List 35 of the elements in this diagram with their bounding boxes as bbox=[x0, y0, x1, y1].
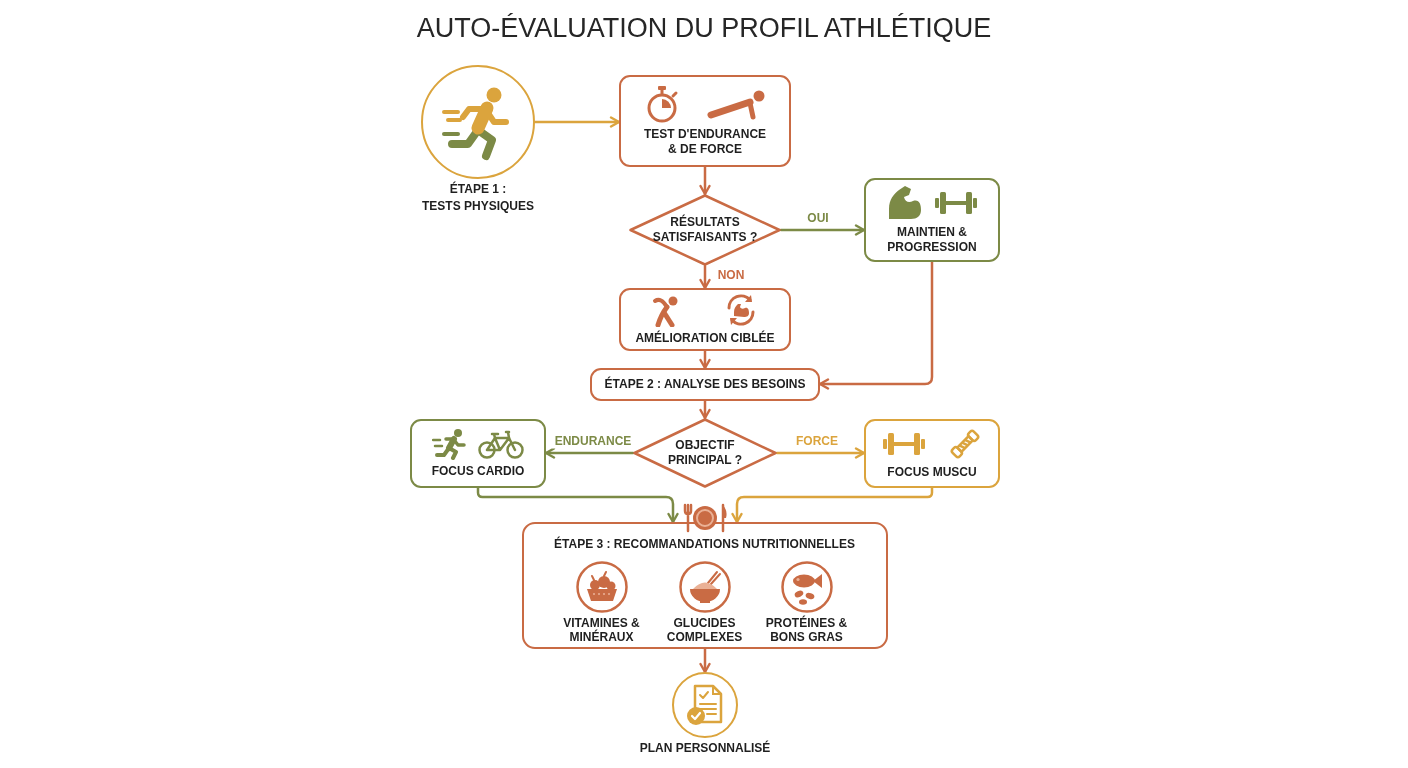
arrow bbox=[699, 165, 711, 196]
step-label: ÉTAPE 1 : TESTS PHYSIQUES bbox=[421, 181, 535, 215]
arrow bbox=[699, 349, 711, 370]
arrow bbox=[731, 486, 934, 524]
arrow bbox=[699, 264, 711, 290]
nutrient-label: PROTÉINES & BONS GRAS bbox=[764, 617, 849, 645]
nutrient-label: VITAMINES & MINÉRAUX bbox=[562, 617, 641, 645]
process-box bbox=[410, 419, 546, 488]
arrow bbox=[699, 647, 711, 674]
node-text: MAINTIEN & PROGRESSION bbox=[886, 225, 978, 255]
nutrient-label: GLUCIDES COMPLEXES bbox=[665, 617, 744, 645]
decision-diamond bbox=[633, 418, 777, 488]
node-text: FOCUS MUSCU bbox=[887, 465, 977, 480]
arrow bbox=[476, 486, 679, 524]
process-box bbox=[590, 368, 820, 401]
node-text: ÉTAPE 2 : ANALYSE DES BESOINS bbox=[604, 377, 806, 392]
step-label: PLAN PERSONNALISÉ bbox=[639, 740, 771, 757]
step-heading: ÉTAPE 3 : RECOMMANDATIONS NUTRITIONNELLES bbox=[554, 537, 855, 552]
arrow bbox=[779, 224, 866, 236]
node-text: AMÉLIORATION CIBLÉE bbox=[635, 331, 775, 346]
arrow bbox=[699, 399, 711, 420]
arrow bbox=[775, 447, 866, 459]
arrow bbox=[544, 447, 635, 459]
question-text: RÉSULTATS SATISFAISANTS ? bbox=[651, 215, 759, 245]
process-box bbox=[619, 288, 791, 351]
arrow bbox=[818, 260, 934, 390]
diagram-title: AUTO-ÉVALUATION DU PROFIL ATHLÉTIQUE bbox=[416, 12, 992, 45]
node-text: FOCUS CARDIO bbox=[431, 464, 525, 479]
process-box bbox=[864, 419, 1000, 488]
process-box bbox=[619, 75, 791, 167]
process-box bbox=[864, 178, 1000, 262]
question-text: OBJECTIF PRINCIPAL ? bbox=[666, 438, 744, 468]
node-text: TEST D'ENDURANCE & DE FORCE bbox=[642, 127, 768, 157]
decision-diamond bbox=[629, 194, 781, 266]
arrow bbox=[533, 116, 621, 128]
